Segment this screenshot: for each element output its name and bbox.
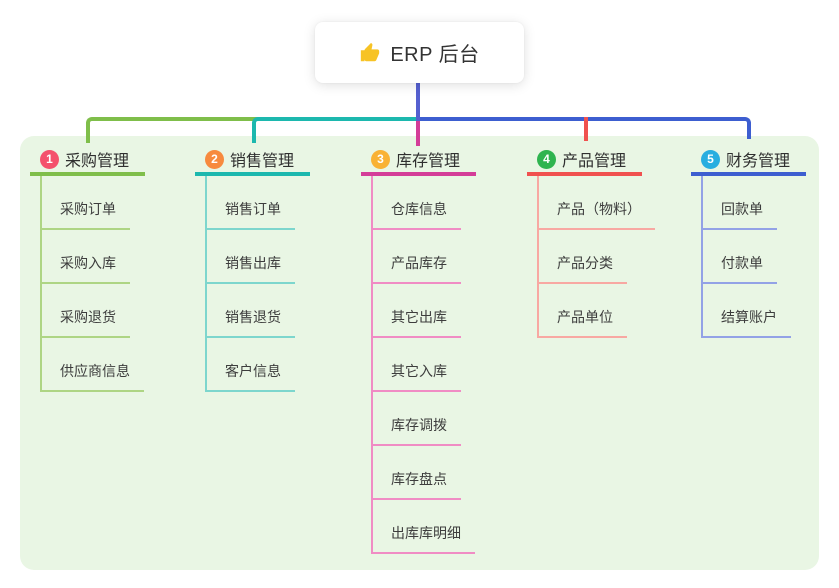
child-node[interactable]: 付款单 <box>703 230 806 284</box>
child-node-label: 产品分类 <box>539 253 627 284</box>
branch-inventory-header[interactable]: 3 库存管理 <box>361 146 477 176</box>
connector-branch-1 <box>86 117 417 143</box>
branch-number-badge: 1 <box>40 149 59 169</box>
child-node-label: 供应商信息 <box>42 361 144 392</box>
child-node[interactable]: 产品单位 <box>539 284 655 338</box>
child-node-label: 其它出库 <box>373 307 461 338</box>
branch-finance-header[interactable]: 5 财务管理 <box>691 146 807 176</box>
branch-product: 4 产品管理 产品（物料） 产品分类 产品单位 <box>527 146 655 338</box>
connector-branch-2 <box>252 117 417 143</box>
child-node-label: 销售出库 <box>207 253 295 284</box>
child-node-label: 客户信息 <box>207 361 295 392</box>
branch-title: 产品管理 <box>562 153 627 170</box>
connector-branch-4 <box>584 117 588 141</box>
branch-number-badge: 4 <box>537 149 556 169</box>
child-node-label: 产品单位 <box>539 307 627 338</box>
branch-sales-header[interactable]: 2 销售管理 <box>195 146 311 176</box>
child-node-label: 仓库信息 <box>373 199 461 230</box>
child-node-label: 付款单 <box>703 253 777 284</box>
connector-branch-3 <box>416 117 420 146</box>
child-node[interactable]: 回款单 <box>703 176 806 230</box>
root-node-label: ERP 后台 <box>390 44 480 66</box>
child-node[interactable]: 销售退货 <box>207 284 310 338</box>
child-node-label: 产品（物料） <box>539 199 655 230</box>
branch-title: 财务管理 <box>726 153 791 170</box>
child-node-label: 销售订单 <box>207 199 295 230</box>
branch-title: 销售管理 <box>230 153 295 170</box>
child-node[interactable]: 产品分类 <box>539 230 655 284</box>
child-node-label: 产品库存 <box>373 253 461 284</box>
child-node[interactable]: 库存调拨 <box>373 392 476 446</box>
branch-inventory-children: 仓库信息 产品库存 其它出库 其它入库 库存调拨 库存盘点 出库库明细 <box>371 176 476 554</box>
child-node-label: 出库库明细 <box>373 523 475 554</box>
child-node-label: 回款单 <box>703 199 777 230</box>
branch-number-badge: 5 <box>701 149 720 169</box>
child-node-label: 采购订单 <box>42 199 130 230</box>
branch-number-badge: 3 <box>371 149 390 169</box>
child-node-label: 库存调拨 <box>373 415 461 446</box>
branch-title: 采购管理 <box>65 153 130 170</box>
child-node[interactable]: 采购退货 <box>42 284 145 338</box>
child-node-label: 库存盘点 <box>373 469 461 500</box>
branch-finance-children: 回款单 付款单 结算账户 <box>701 176 806 338</box>
child-node[interactable]: 仓库信息 <box>373 176 476 230</box>
branch-title: 库存管理 <box>396 153 461 170</box>
branch-inventory: 3 库存管理 仓库信息 产品库存 其它出库 其它入库 库存调拨 库存盘点 出库库… <box>361 146 477 554</box>
child-node[interactable]: 结算账户 <box>703 284 806 338</box>
branch-number-badge: 2 <box>205 149 224 169</box>
child-node[interactable]: 出库库明细 <box>373 500 476 554</box>
child-node[interactable]: 其它入库 <box>373 338 476 392</box>
child-node[interactable]: 库存盘点 <box>373 446 476 500</box>
child-node-label: 采购退货 <box>42 307 130 338</box>
root-stem-connector <box>416 83 420 121</box>
thumbs-up-icon <box>361 42 380 61</box>
child-node[interactable]: 采购订单 <box>42 176 145 230</box>
child-node[interactable]: 客户信息 <box>207 338 310 392</box>
child-node-label: 结算账户 <box>703 307 791 338</box>
child-node[interactable]: 销售出库 <box>207 230 310 284</box>
branch-finance: 5 财务管理 回款单 付款单 结算账户 <box>691 146 807 338</box>
branches-panel <box>20 136 819 570</box>
child-node-label: 销售退货 <box>207 307 295 338</box>
child-node[interactable]: 采购入库 <box>42 230 145 284</box>
child-node[interactable]: 产品库存 <box>373 230 476 284</box>
child-node-label: 采购入库 <box>42 253 130 284</box>
child-node-label: 其它入库 <box>373 361 461 392</box>
branch-sales: 2 销售管理 销售订单 销售出库 销售退货 客户信息 <box>195 146 311 392</box>
branch-purchase-header[interactable]: 1 采购管理 <box>30 146 146 176</box>
branch-product-children: 产品（物料） 产品分类 产品单位 <box>537 176 655 338</box>
branch-product-header[interactable]: 4 产品管理 <box>527 146 643 176</box>
child-node[interactable]: 其它出库 <box>373 284 476 338</box>
branch-purchase-children: 采购订单 采购入库 采购退货 供应商信息 <box>40 176 145 392</box>
branch-sales-children: 销售订单 销售出库 销售退货 客户信息 <box>205 176 310 392</box>
root-node[interactable]: ERP 后台 <box>315 22 524 83</box>
branch-purchase: 1 采购管理 采购订单 采购入库 采购退货 供应商信息 <box>30 146 146 392</box>
child-node[interactable]: 销售订单 <box>207 176 310 230</box>
child-node[interactable]: 供应商信息 <box>42 338 145 392</box>
child-node[interactable]: 产品（物料） <box>539 176 655 230</box>
